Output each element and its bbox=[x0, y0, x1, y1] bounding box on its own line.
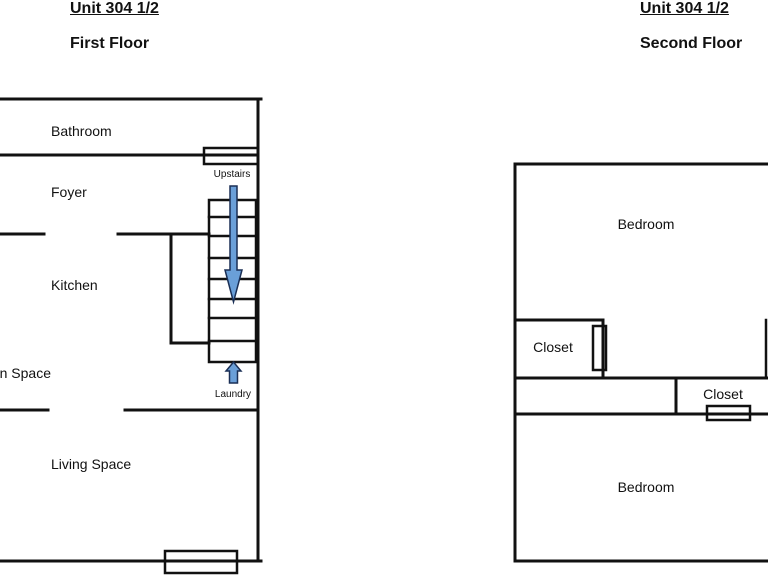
foyer-label: Foyer bbox=[51, 184, 87, 200]
closet-left-door bbox=[591, 324, 608, 372]
first-floor-plan bbox=[0, 97, 263, 575]
closet-right-label: Closet bbox=[703, 386, 743, 402]
kitchen-label: Kitchen bbox=[51, 277, 98, 293]
second-floor-unit-title: Unit 304 1/2 bbox=[640, 0, 729, 17]
second-floor-plan bbox=[513, 162, 768, 563]
first-floor-title: First Floor bbox=[70, 35, 150, 52]
closet-right-door bbox=[705, 404, 752, 422]
bedroom-bottom-label: Bedroom bbox=[618, 479, 675, 495]
living-space-label: Living Space bbox=[51, 456, 131, 472]
upstairs-arrow-icon bbox=[224, 185, 243, 305]
front-door bbox=[163, 549, 239, 575]
laundry-arrow-icon bbox=[224, 360, 243, 384]
upstairs-label: Upstairs bbox=[214, 169, 251, 180]
bathroom-label: Bathroom bbox=[51, 123, 112, 139]
first-floor-unit-title: Unit 304 1/2 bbox=[70, 0, 159, 17]
bathroom-door bbox=[202, 146, 260, 166]
laundry-label: Laundry bbox=[215, 389, 251, 400]
bedroom-top-label: Bedroom bbox=[618, 216, 675, 232]
second-floor-title: Second Floor bbox=[640, 35, 743, 52]
closet-left-label: Closet bbox=[533, 339, 573, 355]
main-space-label: Main Space bbox=[0, 365, 51, 381]
